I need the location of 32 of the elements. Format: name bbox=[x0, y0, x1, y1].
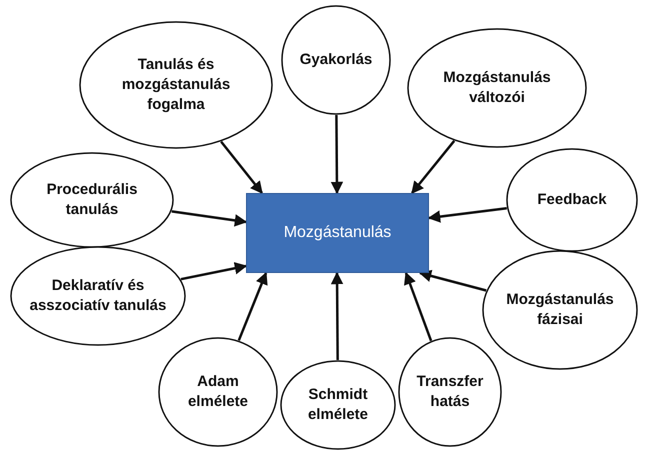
arrow bbox=[418, 270, 487, 292]
topic-ellipse bbox=[10, 152, 174, 248]
topic-label: Adam elmélete bbox=[186, 372, 250, 412]
arrow bbox=[180, 262, 248, 280]
arrow bbox=[330, 272, 344, 360]
arrow bbox=[220, 140, 263, 194]
topic-label: Mozgástanulás változói bbox=[442, 68, 552, 108]
topic-ellipse bbox=[158, 337, 278, 447]
topic-label: Deklaratív és asszociatív tanulás bbox=[28, 276, 168, 316]
topic-ellipse bbox=[280, 360, 396, 450]
topic-ellipse bbox=[398, 337, 502, 447]
topic-label: Gyakorlás bbox=[298, 50, 374, 70]
topic-ellipse bbox=[506, 148, 638, 252]
arrow bbox=[330, 115, 344, 194]
topic-label: Feedback bbox=[536, 190, 608, 210]
topic-label: Mozgástanulás bbox=[282, 223, 392, 244]
topic-ellipse bbox=[407, 28, 587, 148]
topic-label: Transzfer hatás bbox=[416, 372, 484, 412]
topic-ellipse bbox=[281, 5, 391, 115]
topic-label: Tanulás és mozgástanulás fogalma bbox=[120, 54, 232, 116]
arrow bbox=[411, 140, 456, 194]
topic-label: Mozgástanulás fázisai bbox=[505, 290, 615, 330]
topic-ellipse bbox=[79, 21, 273, 149]
arrow bbox=[238, 272, 268, 341]
topic-label: Procedurális tanulás bbox=[46, 180, 138, 220]
topic-ellipse bbox=[10, 246, 186, 346]
arrow bbox=[428, 206, 507, 223]
topic-box bbox=[246, 193, 429, 273]
arrow bbox=[404, 272, 432, 342]
topic-label: Schmidt elmélete bbox=[306, 384, 370, 425]
topic-ellipse bbox=[482, 250, 638, 370]
arrow bbox=[171, 210, 248, 227]
